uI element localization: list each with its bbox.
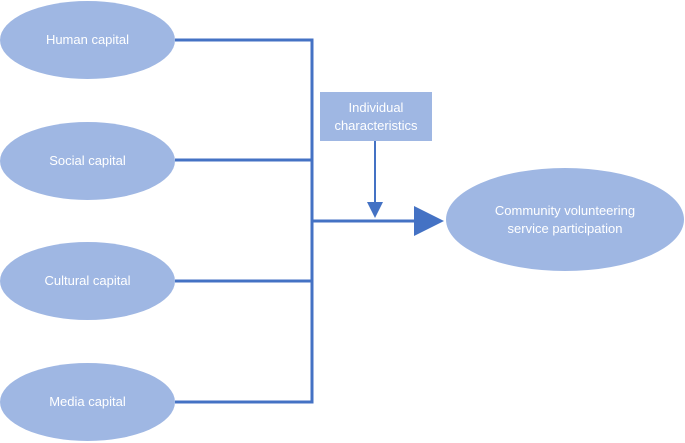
node-human-capital: Human capital <box>0 1 175 79</box>
node-social-capital: Social capital <box>0 122 175 200</box>
node-cultural-capital-label: Cultural capital <box>44 273 131 289</box>
node-community-volunteering-label: Community volunteering service participa… <box>494 202 636 236</box>
node-social-capital-label: Social capital <box>49 153 126 169</box>
node-individual-characteristics: Individual characteristics <box>320 92 432 141</box>
node-community-volunteering: Community volunteering service participa… <box>446 168 684 271</box>
node-media-capital: Media capital <box>0 363 175 441</box>
node-individual-characteristics-label: Individual characteristics <box>334 99 418 133</box>
node-cultural-capital: Cultural capital <box>0 242 175 320</box>
node-media-capital-label: Media capital <box>49 394 126 410</box>
node-human-capital-label: Human capital <box>45 32 130 48</box>
